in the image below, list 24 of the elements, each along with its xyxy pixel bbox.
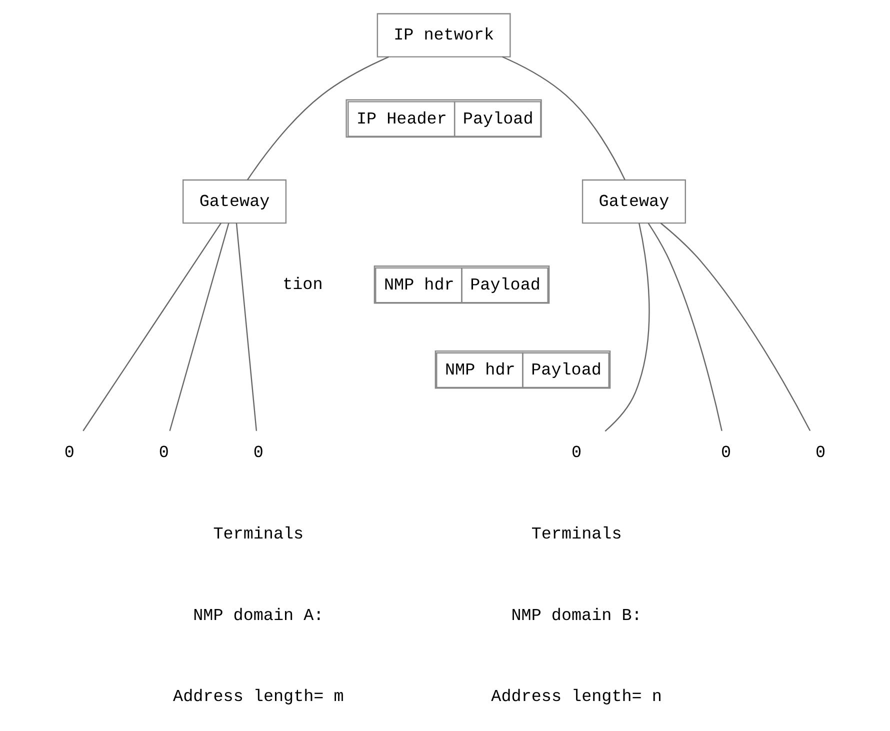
node-text: 0: [64, 444, 74, 463]
connector: [660, 222, 811, 431]
label: Terminals: [213, 524, 304, 544]
connector: [169, 222, 230, 431]
connector: [604, 222, 650, 432]
connector: [648, 222, 722, 431]
node-text: 0: [816, 444, 826, 463]
label: NMP domain B:: [511, 606, 642, 626]
label: NMP domain A:: [193, 606, 324, 626]
connector: [236, 222, 258, 430]
connector: [82, 222, 222, 431]
node-box: IP network: [376, 12, 511, 57]
node-text: 0: [158, 444, 169, 463]
connector: [247, 56, 389, 180]
node-box: Gateway: [182, 178, 287, 224]
node-text: 0: [721, 444, 732, 463]
connector: [502, 56, 626, 180]
node-text: 0: [253, 444, 264, 463]
label: Terminals: [531, 524, 622, 544]
label: tion: [282, 276, 323, 295]
node-box: Gateway: [582, 178, 686, 224]
node-text: 0: [572, 444, 582, 463]
label: Address length= n: [491, 688, 662, 707]
label: Address length= m: [173, 688, 344, 707]
